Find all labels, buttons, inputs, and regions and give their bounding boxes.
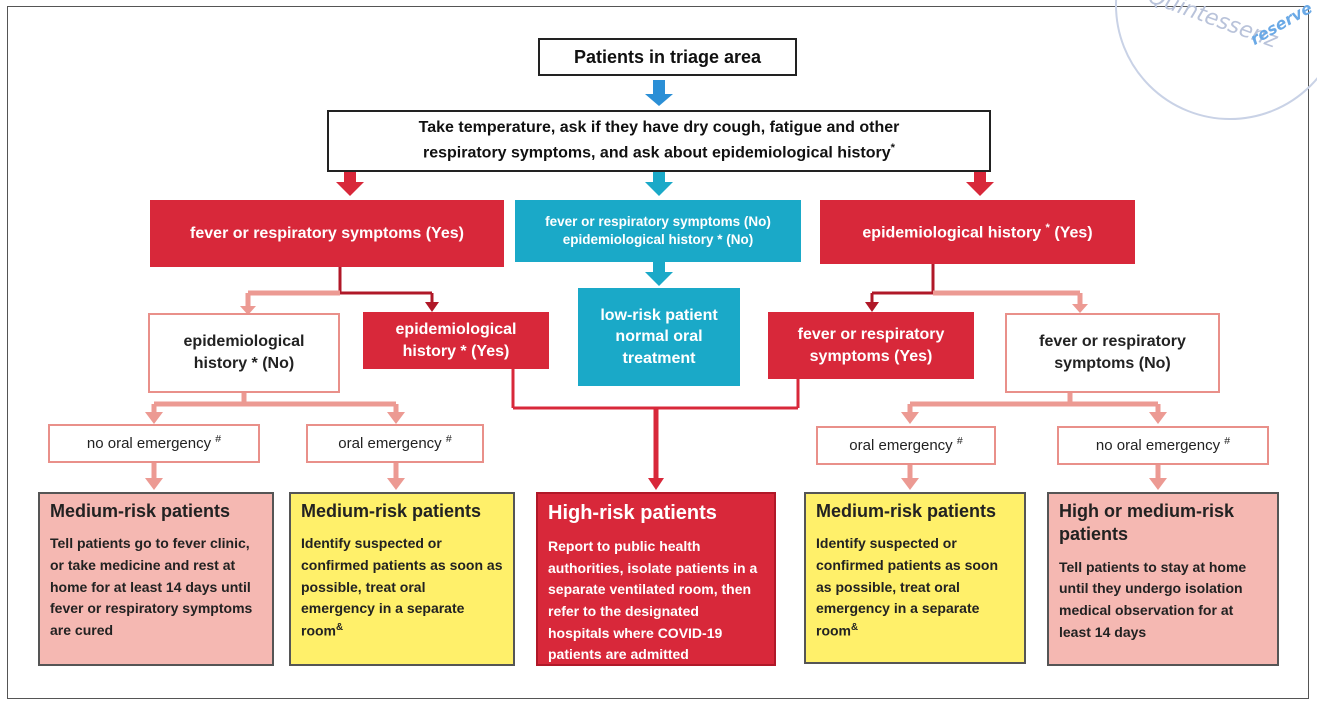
connector-no-oral-right-to-outcome [1149,465,1167,490]
fever-no-line-2: symptoms (No) [1054,355,1171,372]
outcome-text: Report to public health authorities, iso… [548,538,758,663]
fever-yes-line-1: fever or respiratory [797,325,945,343]
arrow-assess-to-fever-yes [336,172,364,196]
outcome-title: High-risk patients [548,502,717,524]
assessment-line-2: respiratory symptoms, and ask about epid… [422,142,896,162]
connector-high-risk-merge [511,369,800,490]
fever-symptoms-yes-box: fever or respiratory symptoms (Yes) [150,200,504,267]
outcome-text: Identify suspected or confirmed patients… [816,535,999,639]
fever-symptoms-yes-label: fever or respiratory symptoms (Yes) [190,224,464,242]
no-oral-emergency-left-label: no oral emergency # [86,433,222,453]
connector-epi-no-split [145,393,405,424]
outcome-medium-risk-identify-left: Medium-risk patients Identify suspected … [289,492,515,666]
epidemiological-history-yes-label: epidemiological history * (Yes) [862,221,1093,241]
epi-no-line-1: epidemiological [183,333,305,351]
fever-symptoms-yes-sub-box: fever or respiratory symptoms (Yes) [768,312,974,379]
diagram-frame [7,6,1309,699]
epi-yes-line-2: history * (Yes) [402,342,510,360]
fever-yes-line-2: symptoms (Yes) [809,347,933,365]
connector-oral-left-to-outcome [387,463,405,490]
arrow-assess-to-epi-yes [966,172,994,196]
fever-symptoms-no-box: fever or respiratory symptoms (No) [1005,313,1220,393]
arrow-triage-to-assess [645,80,673,106]
fever-no-line-1: fever or respiratory [1039,333,1186,351]
oral-emergency-right-box: oral emergency # [816,426,996,465]
no-symptoms-line: fever or respiratory symptoms (No) [545,213,771,229]
oral-emergency-left-box: oral emergency # [306,424,484,463]
arrow-assess-to-mid [645,172,673,196]
outcome-text: Tell patients to stay at home until they… [1059,558,1247,640]
assessment-line-1: Take temperature, ask if they have dry c… [418,118,900,136]
connector-right-split [865,264,1088,313]
epi-no-line-2: history * (No) [193,355,295,372]
oral-emergency-right-label: oral emergency # [849,435,963,455]
outcome-title: Medium-risk patients [816,501,997,521]
epidemiological-history-yes-box: epidemiological history * (Yes) [820,200,1135,264]
low-risk-line-3: treatment [622,349,696,367]
outcome-title: Medium-risk patients [301,501,482,521]
connector-fever-no-split [901,393,1167,424]
oral-emergency-left-label: oral emergency # [338,433,452,453]
arrow-mid-to-low-risk [645,262,673,286]
epi-yes-line-1: epidemiological [395,320,517,338]
outcome-title: High or medium-risk patients [1059,501,1235,545]
connector-no-oral-left-to-outcome [145,463,163,490]
outcome-text: Identify suspected or confirmed patients… [301,535,503,639]
triage-label: Patients in triage area [573,46,762,67]
assessment-box: Take temperature, ask if they have dry c… [327,110,991,172]
no-oral-emergency-right-label: no oral emergency # [1095,435,1231,455]
connector-oral-right-to-outcome [901,465,919,490]
low-risk-patient-box: low-risk patient normal oral treatment [578,288,740,386]
epidemiological-history-no-box: epidemiological history * (No) [148,313,340,393]
no-oral-emergency-left-box: no oral emergency # [48,424,260,463]
outcome-title: Medium-risk patients [50,501,231,521]
triage-box: Patients in triage area [538,38,797,76]
outcome-high-or-medium-risk: High or medium-risk patients Tell patien… [1047,492,1279,666]
no-oral-emergency-right-box: no oral emergency # [1057,426,1269,465]
connector-left-split [240,267,439,315]
epidemiological-history-yes-sub-box: epidemiological history * (Yes) [363,312,549,369]
no-history-line: epidemiological history * (No) [562,232,754,247]
low-risk-line-1: low-risk patient [600,306,718,324]
outcome-high-risk: High-risk patients Report to public heal… [536,492,776,666]
outcome-medium-risk-identify-right: Medium-risk patients Identify suspected … [804,492,1026,664]
outcome-medium-risk-fever-clinic: Medium-risk patients Tell patients go to… [38,492,274,666]
no-symptoms-no-history-box: fever or respiratory symptoms (No) epide… [515,200,801,262]
outcome-text: Tell patients go to fever clinic, or tak… [50,535,253,639]
low-risk-line-2: normal oral [615,328,703,346]
